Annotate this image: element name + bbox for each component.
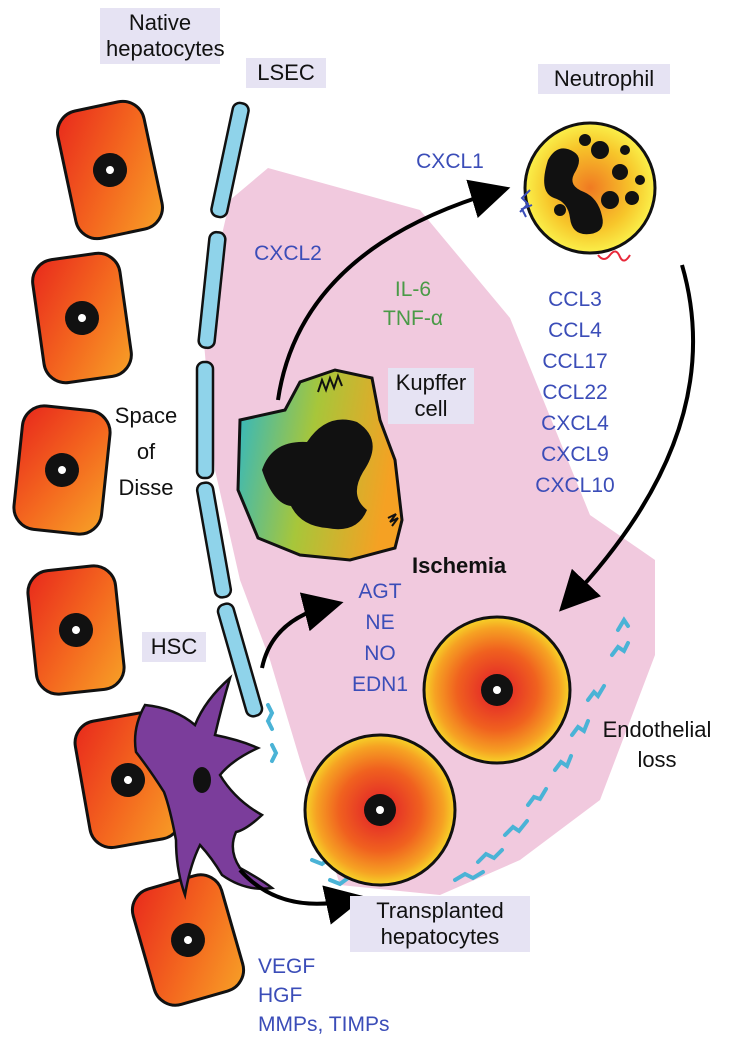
arrow-neutrophil-to-ischemia <box>559 264 695 612</box>
arrow-kupffer-to-neutrophil <box>276 179 511 401</box>
neutrophil-chemokines-list: CCL3 CCL4 CCL17 CCL22 CXCL4 CXCL9 CXCL10 <box>510 284 640 501</box>
neutrophil-cell <box>519 121 657 262</box>
growth-factor-vegf: VEGF <box>258 955 316 978</box>
factor-agt: AGT <box>358 580 402 603</box>
native-hepatocytes <box>12 99 246 1007</box>
endothelial-fragments <box>265 616 630 887</box>
arrows <box>238 179 695 925</box>
chemokine-cxcl9: CXCL9 <box>541 443 609 466</box>
growth-factor-mmps-timps: MMPs, TIMPs <box>258 1013 390 1036</box>
ischemia-label: Ischemia <box>412 553 507 578</box>
chemokine-cxcl4: CXCL4 <box>541 412 609 435</box>
native-hepatocytes-label: Native hepatocytes <box>100 8 225 64</box>
kupffer-cytokines-list: IL-6 TNF-α <box>358 276 468 332</box>
arrow-hsc-to-mediators <box>260 592 344 669</box>
cytokine-tnf-alpha: TNF-α <box>383 307 443 330</box>
transplanted-hepatocytes <box>303 615 572 887</box>
chemokine-cxcl10: CXCL10 <box>535 474 615 497</box>
chemokine-ccl4: CCL4 <box>548 319 602 342</box>
kupffer-cell <box>236 368 404 562</box>
growth-factor-hgf: HGF <box>258 984 303 1007</box>
arrow-hsc-to-transplanted <box>238 868 366 925</box>
lsec-label: LSEC <box>246 58 326 88</box>
kupffer-cell-label: Kupffer cell <box>388 368 474 424</box>
lsec-endothelium <box>195 101 264 718</box>
cytokine-il6: IL-6 <box>394 278 432 301</box>
factor-ne: NE <box>365 611 395 634</box>
hsc-factors-list: AGT NE NO EDN1 <box>330 576 430 700</box>
neutrophil-label: Neutrophil <box>538 64 670 94</box>
chemokine-ccl3: CCL3 <box>548 288 602 311</box>
endothelial-loss-label: Endothelial loss <box>602 717 712 772</box>
cxcl2-label: CXCL2 <box>254 242 322 265</box>
space-of-disse-label: Space of Disse <box>114 403 178 500</box>
hsc-cell <box>133 674 276 900</box>
hsc-label: HSC <box>142 632 206 662</box>
growth-factors-list: VEGF HGF MMPs, TIMPs <box>258 952 458 1039</box>
transplanted-hepatocytes-label: Transplanted hepatocytes <box>350 896 530 952</box>
factor-edn1: EDN1 <box>351 673 409 696</box>
chemokine-ccl22: CCL22 <box>542 381 608 404</box>
cxcl1-label: CXCL1 <box>416 150 484 173</box>
factor-no: NO <box>364 642 396 665</box>
chemokine-ccl17: CCL17 <box>542 350 608 373</box>
